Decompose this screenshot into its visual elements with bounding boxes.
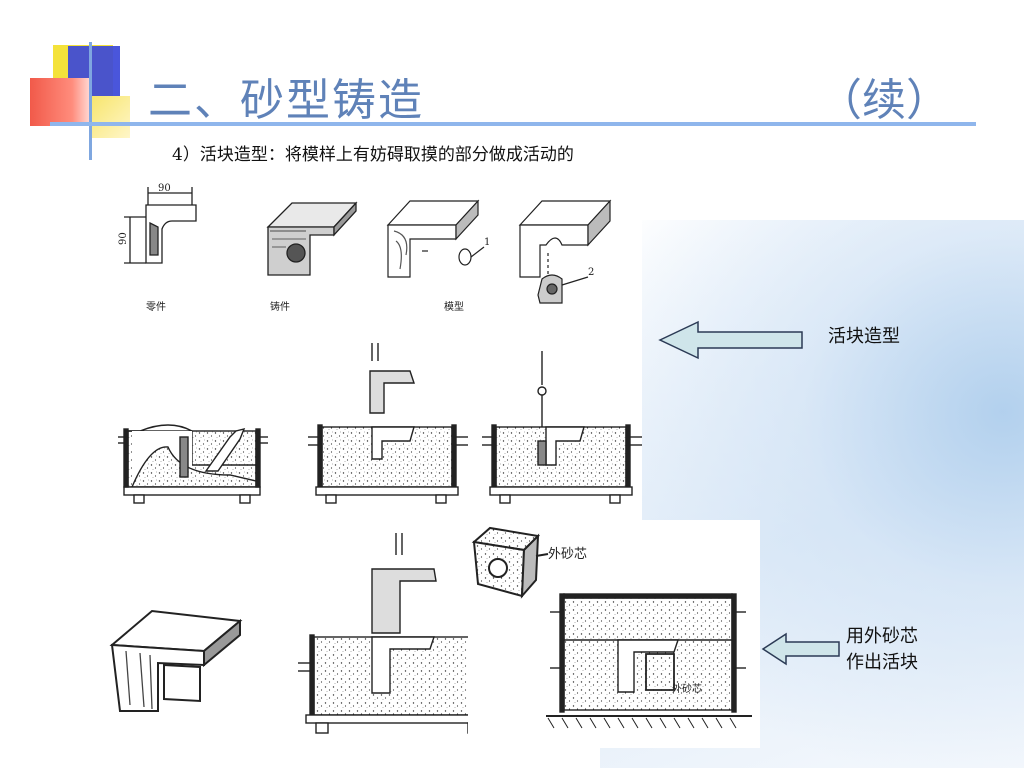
decor-square-light-yellow bbox=[90, 96, 130, 138]
dim-top-label: 90 bbox=[158, 183, 171, 194]
assembled-mold-drawing bbox=[546, 593, 752, 729]
label-pattern: 模型 bbox=[444, 300, 464, 313]
decor-square-red bbox=[30, 78, 90, 126]
figure-upper-drawing: 90 90 零件 铸件 1 模型 bbox=[118, 183, 642, 504]
figure-panel-lower-left bbox=[100, 525, 530, 745]
figure-lower-left-drawing bbox=[109, 533, 500, 734]
decor-vertical-rule bbox=[89, 42, 92, 160]
left-arrow-icon bbox=[658, 320, 803, 360]
callout-arrow-loose-piece bbox=[656, 320, 806, 360]
casting-drawing bbox=[266, 201, 358, 276]
callout-text-outer-core-line1: 用外砂芯 bbox=[846, 626, 918, 647]
slide-title-continued: （续） bbox=[818, 75, 950, 126]
title-underline-rule bbox=[50, 122, 976, 126]
flask-loose-piece-removal-drawing bbox=[482, 351, 642, 504]
marker-1: 1 bbox=[484, 237, 490, 248]
flask-ramming-drawing bbox=[118, 424, 268, 504]
figure-lower-right-drawing: 外砂芯 外砂芯 bbox=[471, 526, 752, 729]
marker-2: 2 bbox=[588, 267, 594, 278]
callout-text-outer-core: 用外砂芯 作出活块 bbox=[846, 624, 918, 676]
figure-panel-lower-right: 外砂芯 外砂芯 bbox=[468, 520, 760, 748]
label-outer-core: 外砂芯 bbox=[548, 547, 587, 562]
slide-subtitle: 4）活块造型：将模样上有妨碍取摸的部分做成活动的 bbox=[172, 145, 574, 165]
dim-side-label: 90 bbox=[118, 232, 129, 245]
outer-core-block-drawing bbox=[471, 526, 549, 599]
core-box-drawing bbox=[109, 609, 243, 712]
flask-outer-core-drawing bbox=[298, 533, 500, 734]
callout-text-outer-core-line2: 作出活块 bbox=[846, 652, 918, 673]
left-arrow-icon bbox=[761, 632, 840, 666]
label-casting: 铸件 bbox=[270, 300, 290, 313]
flask-pattern-removal-drawing bbox=[308, 343, 468, 504]
label-part: 零件 bbox=[146, 301, 166, 313]
label-core-inner: 外砂芯 bbox=[672, 682, 702, 695]
pattern-drawing-1 bbox=[386, 199, 485, 278]
callout-text-loose-piece: 活块造型 bbox=[828, 326, 900, 347]
pattern-drawing-2 bbox=[518, 199, 612, 304]
slide-title: 二、砂型铸造 bbox=[148, 75, 424, 126]
callout-arrow-outer-core bbox=[760, 632, 842, 666]
figure-panel-upper: 90 90 零件 铸件 1 模型 bbox=[110, 175, 642, 520]
part-drawing bbox=[124, 187, 197, 264]
